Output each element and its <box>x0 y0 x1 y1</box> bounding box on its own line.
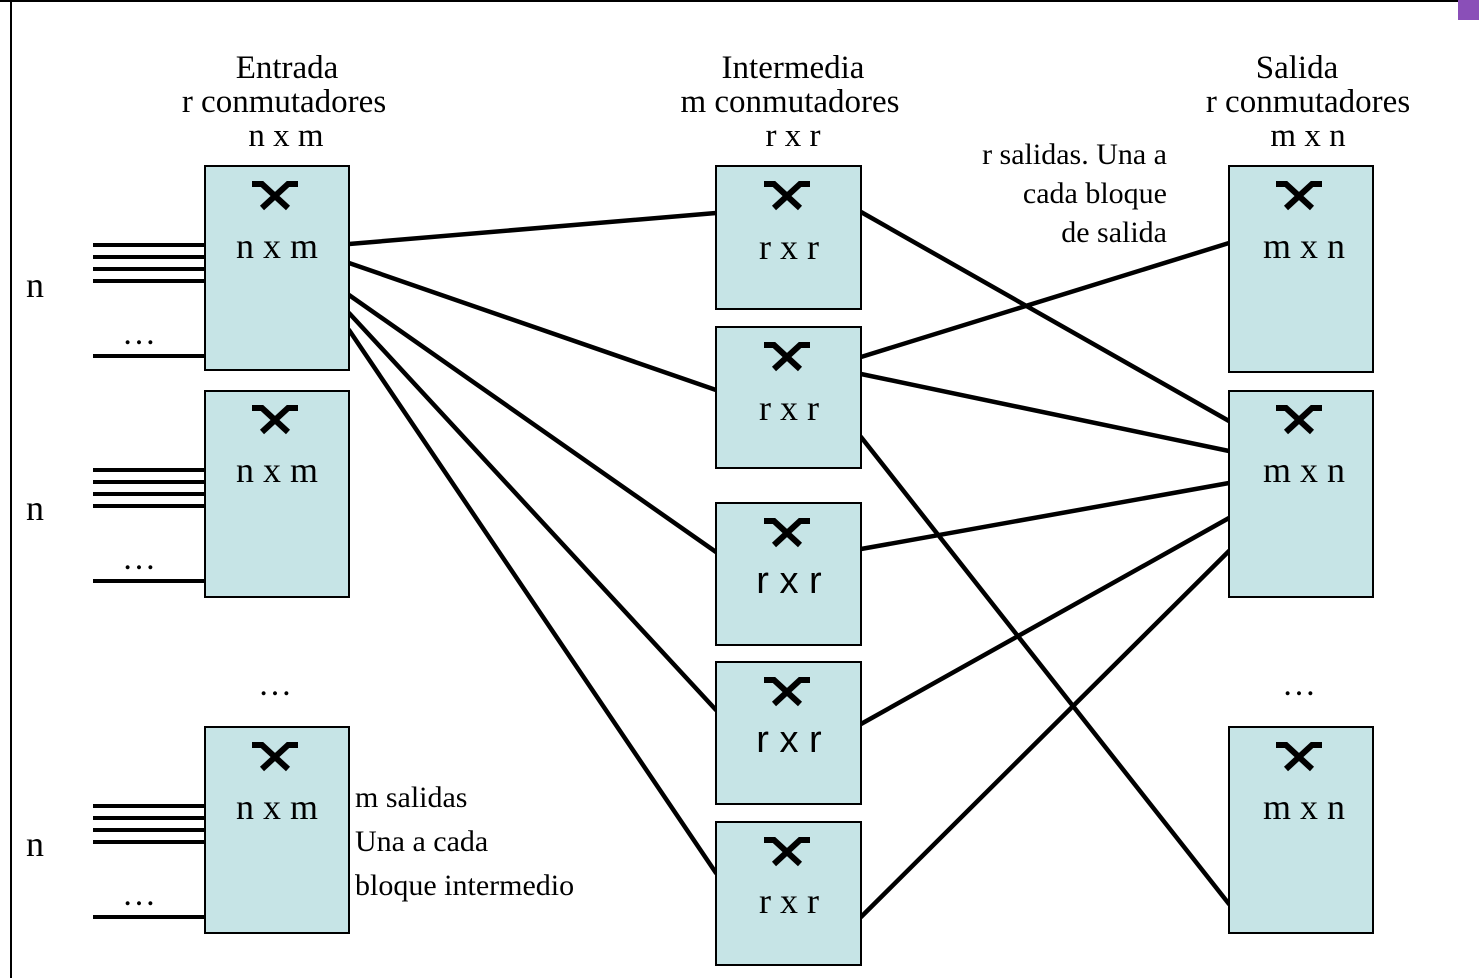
crossbar-switch-icon <box>764 181 810 211</box>
middle-note-line-2: cada bloque <box>1023 177 1167 210</box>
middle-block-label: r x r <box>759 881 819 921</box>
output-stage-count: r conmutadores <box>1206 84 1410 120</box>
link-in1-mid2 <box>346 260 719 393</box>
middle-block-label: r x r <box>756 719 822 761</box>
crossbar-switch-icon <box>1276 742 1322 772</box>
link-mid1-out2 <box>858 209 1232 424</box>
input-block-label: n x m <box>236 787 318 827</box>
link-in1-mid5 <box>346 327 719 876</box>
output-column-ellipsis: … <box>1282 666 1316 703</box>
input-stage-header: Entrada r conmutadores n x m <box>182 50 386 154</box>
input-stage-count: r conmutadores <box>182 84 386 120</box>
middle-note-line-1: r salidas. Una a <box>982 138 1167 171</box>
input-lines-3 <box>93 804 205 919</box>
middle-note-line-3: de salida <box>1061 216 1167 249</box>
corner-accent <box>1458 0 1479 20</box>
link-mid3-out2 <box>858 480 1232 552</box>
input-count-label-1: n <box>26 265 44 305</box>
output-block-label: m x n <box>1263 450 1345 490</box>
middle-block-label: r x r <box>759 388 819 428</box>
link-mid2-out1 <box>858 240 1232 360</box>
middle-stage-dims: r x r <box>766 118 821 154</box>
output-switch-block-3: m x n <box>1228 726 1374 934</box>
input-note-line-2: Una a cada <box>355 825 488 858</box>
output-stage-title: Salida <box>1256 50 1339 86</box>
output-switch-block-1: m x n <box>1228 165 1374 373</box>
link-mid2-out3 <box>858 434 1232 907</box>
crossbar-switch-icon <box>1276 181 1322 211</box>
middle-switch-block-4: r x r <box>715 661 862 805</box>
middle-stage-count: m conmutadores <box>680 84 899 120</box>
input-dots-3: … <box>122 876 156 913</box>
output-block-label: m x n <box>1263 787 1345 827</box>
input-stage-title: Entrada <box>236 50 339 86</box>
input-note-line-3: bloque intermedio <box>355 869 574 902</box>
crossbar-switch-icon <box>252 181 298 211</box>
middle-switch-block-2: r x r <box>715 326 862 469</box>
input-count-label-2: n <box>26 488 44 528</box>
input-dots-2: … <box>122 540 156 577</box>
crossbar-switch-icon <box>252 742 298 772</box>
link-mid4-out2 <box>858 515 1232 727</box>
middle-switch-block-5: r x r <box>715 821 862 966</box>
link-in1-mid3 <box>346 292 719 555</box>
middle-switch-block-3: r x r <box>715 502 862 646</box>
input-switch-block-3: n x m <box>204 726 350 934</box>
link-in1-mid4 <box>346 310 719 713</box>
middle-stage-header: Intermedia m conmutadores r x r <box>680 50 899 154</box>
input-column-ellipsis: … <box>258 666 292 703</box>
input-lines-1 <box>93 243 205 358</box>
crossbar-switch-icon <box>252 405 298 435</box>
link-mid5-out2 <box>858 548 1232 920</box>
crossbar-switch-icon <box>764 677 810 707</box>
input-switch-block-1: n x m <box>204 165 350 371</box>
middle-switch-block-1: r x r <box>715 165 862 310</box>
output-stage-header: Salida r conmutadores m x n <box>1206 50 1410 154</box>
input-switch-block-2: n x m <box>204 390 350 598</box>
input-stage-dims: n x m <box>248 118 324 154</box>
link-in1-mid1 <box>346 210 719 247</box>
input-block-label: n x m <box>236 450 318 490</box>
link-mid2-out2 <box>858 371 1232 454</box>
crossbar-switch-icon <box>764 518 810 548</box>
input-note: m salidas Una a cada bloque intermedio <box>355 781 574 902</box>
input-block-label: n x m <box>236 226 318 266</box>
interconnect-links <box>346 209 1232 920</box>
middle-note: r salidas. Una a cada bloque de salida <box>982 138 1167 249</box>
output-stage-dims: m x n <box>1270 118 1345 154</box>
crossbar-switch-icon <box>764 837 810 867</box>
middle-stage-title: Intermedia <box>722 50 865 86</box>
crossbar-switch-icon <box>764 342 810 372</box>
output-switch-block-2: m x n <box>1228 390 1374 598</box>
middle-block-label: r x r <box>756 560 822 602</box>
input-count-label-3: n <box>26 824 44 864</box>
input-dots-1: … <box>122 315 156 352</box>
crossbar-switch-icon <box>1276 405 1322 435</box>
input-note-line-1: m salidas <box>355 781 468 814</box>
middle-block-label: r x r <box>759 227 819 267</box>
input-lines-2 <box>93 468 205 583</box>
output-block-label: m x n <box>1263 226 1345 266</box>
